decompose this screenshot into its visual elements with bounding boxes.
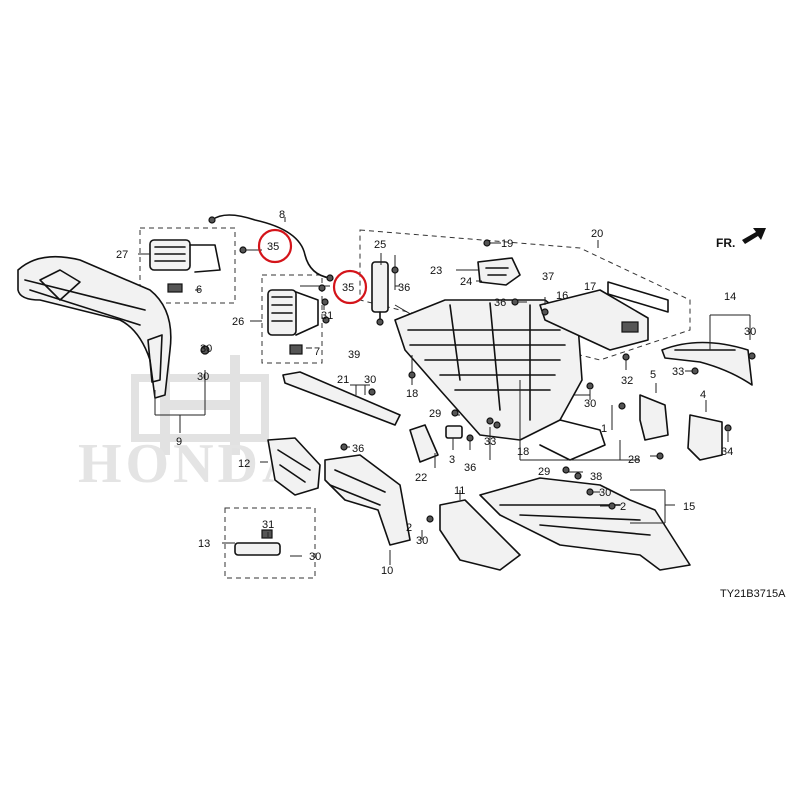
part-6-clip (167, 283, 183, 293)
callout-label: 10 (381, 565, 393, 577)
part-4-bracket (687, 414, 723, 461)
part-27-vent (149, 239, 221, 293)
callout-label: 26 (232, 316, 244, 328)
leader-lines (138, 217, 751, 565)
frame-26 (261, 274, 323, 364)
part-3-clip (445, 425, 463, 439)
callout-label: 22 (415, 472, 427, 484)
part-22-piece (409, 424, 439, 463)
callout-label: 3 (449, 454, 455, 466)
callout-label: 36 (352, 443, 364, 455)
part-26-vent (267, 289, 319, 355)
part-14-trim (661, 341, 753, 386)
callout-label: 18 (517, 446, 529, 458)
callout-label: 31 (321, 310, 333, 322)
callout-label: 30 (197, 371, 209, 383)
frame-13 (224, 507, 316, 579)
callout-label: 29 (538, 466, 550, 478)
callout-label: 34 (721, 446, 733, 458)
fasteners (200, 239, 756, 523)
front-direction-marker: FR. (716, 228, 766, 250)
part-13-switch (234, 529, 281, 556)
diagram-code: TY21B3715A (720, 588, 786, 600)
callout-label: 29 (429, 408, 441, 420)
callout-label: 13 (198, 538, 210, 550)
callout-label: 30 (744, 326, 756, 338)
direction-label: FR. (716, 236, 735, 250)
callout-label: 27 (116, 249, 128, 261)
callout-label: 2 (406, 522, 412, 534)
part-9-dashboard-panel (17, 255, 172, 399)
part-21-strip (282, 371, 401, 426)
callout-label: 33 (484, 436, 496, 448)
highlight-circle-35-lower (332, 269, 368, 305)
part-16-lid (539, 289, 649, 351)
callout-label: 33 (672, 366, 684, 378)
callout-label: 30 (584, 398, 596, 410)
callout-label: 11 (454, 485, 465, 497)
glove-box-assembly (394, 299, 606, 461)
brand-watermark: HONDA (78, 355, 306, 495)
callout-label: 15 (683, 501, 695, 513)
callout-label: 5 (650, 369, 656, 381)
callout-label: 37 (542, 271, 554, 283)
callout-label: 23 (430, 265, 442, 277)
callout-label: 9 (176, 436, 182, 448)
callout-label: 30 (416, 535, 428, 547)
part-11-cover (439, 499, 521, 571)
frame-27 (139, 227, 236, 304)
part-15-tray (479, 477, 691, 571)
callout-label: 30 (309, 551, 321, 563)
callout-label: 30 (364, 374, 376, 386)
part-23-latch (477, 257, 521, 286)
callout-label: 30 (200, 343, 212, 355)
part-7-clip (289, 344, 303, 355)
callout-label: 8 (279, 209, 285, 221)
callout-label: 24 (460, 276, 472, 288)
callout-label: 4 (700, 389, 706, 401)
callout-labels: 27 6 30 9 8 35 26 7 35 31 25 36 19 23 24… (116, 209, 756, 577)
callout-label: 35 (267, 241, 279, 253)
part-10-lower-panel (324, 454, 411, 546)
callout-label: 2 (620, 501, 626, 513)
svg-text:HONDA: HONDA (78, 433, 306, 495)
callout-label: 36 (464, 462, 476, 474)
part-5-bracket (639, 394, 669, 441)
callout-label: 17 (584, 281, 596, 293)
callout-label: 32 (621, 375, 633, 387)
callout-label: 25 (374, 239, 386, 251)
callout-label: 12 (238, 458, 250, 470)
callout-label: 6 (196, 284, 202, 296)
callout-label: 31 (262, 519, 274, 531)
callout-label: 18 (406, 388, 418, 400)
callout-label: 1 (601, 423, 607, 435)
callout-label: 38 (590, 471, 602, 483)
callout-label: 30 (599, 487, 611, 499)
callout-label: 35 (342, 282, 354, 294)
callout-label: 19 (501, 238, 513, 250)
part-8-harness (208, 214, 334, 282)
callout-label: 21 (337, 374, 349, 386)
callout-label: 20 (591, 228, 603, 240)
callout-label: 36 (398, 282, 410, 294)
callout-label: 14 (724, 291, 736, 303)
highlight-circle-35-upper (257, 228, 293, 264)
callout-label: 36 (494, 297, 506, 309)
part-17-panel (607, 281, 669, 313)
callout-label: 39 (348, 349, 360, 361)
part-25-bracket (371, 261, 389, 325)
part-12-housing (267, 437, 321, 496)
direction-arrow-icon (742, 228, 766, 244)
callout-label: 7 (314, 346, 320, 358)
callout-label: 28 (628, 454, 640, 466)
callout-label: 16 (556, 290, 568, 302)
